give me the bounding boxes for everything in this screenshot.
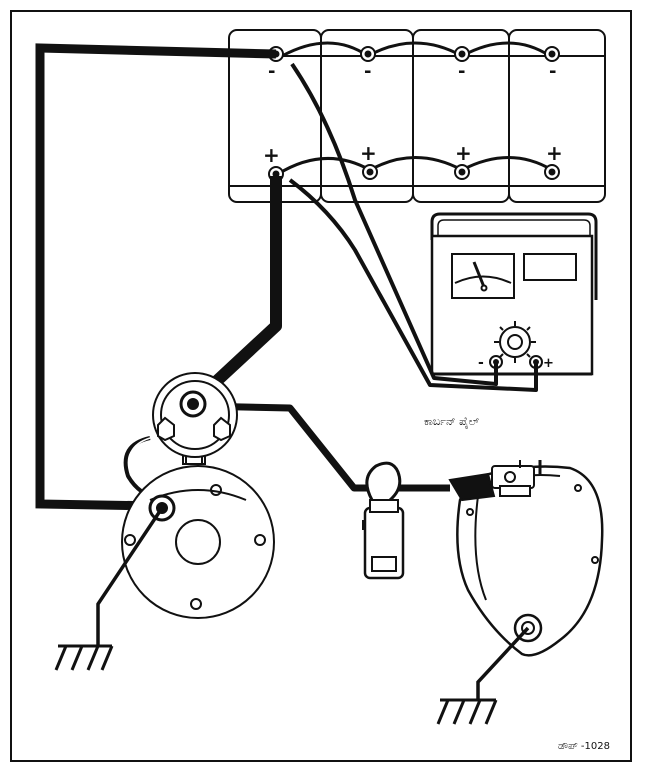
battery-negative-symbol: - bbox=[458, 61, 465, 82]
tester-positive-jack bbox=[529, 355, 543, 369]
carbon-pile-label: ಕಾರ್ಬನ್ ಪೈಲ್ bbox=[424, 415, 480, 428]
negative-battery-cable bbox=[35, 43, 277, 511]
starter-motor bbox=[121, 465, 275, 619]
battery-negative-symbol: - bbox=[549, 61, 556, 82]
battery-positive-symbol: + bbox=[263, 143, 280, 167]
figure-code: ಡೌಪ್ -1028 bbox=[558, 741, 610, 752]
mounting-hole bbox=[210, 484, 222, 496]
ammeter-body bbox=[363, 506, 405, 580]
battery-strap bbox=[367, 41, 463, 58]
mounting-hole bbox=[124, 534, 136, 546]
starter-motor-housing bbox=[121, 465, 275, 619]
battery-positive-symbol: + bbox=[360, 141, 377, 165]
starter-solenoid bbox=[152, 372, 238, 465]
tester-handle bbox=[430, 212, 598, 300]
battery-strap bbox=[281, 41, 369, 58]
load-knob-icon bbox=[494, 321, 536, 363]
ammeter-display bbox=[371, 556, 397, 572]
alternator-ground-wire bbox=[476, 626, 530, 700]
clamp-ammeter bbox=[362, 461, 405, 580]
alternator-output-cable bbox=[195, 402, 450, 492]
tester-positive-symbol: + bbox=[543, 356, 554, 371]
battery-positive-symbol: + bbox=[546, 141, 563, 165]
battery-negative-symbol: - bbox=[364, 61, 371, 82]
solenoid-terminal-nut bbox=[157, 416, 175, 442]
battery-terminal bbox=[454, 164, 470, 180]
solenoid-terminal-nut bbox=[213, 416, 231, 442]
battery-strap bbox=[461, 41, 551, 58]
diagram-frame bbox=[10, 10, 632, 762]
alternator-housing bbox=[456, 465, 604, 657]
tester-positive-lead bbox=[288, 178, 538, 392]
starter-ground-wire bbox=[96, 507, 164, 646]
tester-negative-symbol: - bbox=[478, 355, 484, 371]
battery-terminal bbox=[362, 164, 378, 180]
tester-meter-needle bbox=[472, 261, 486, 288]
battery-strap bbox=[461, 156, 553, 172]
battery-terminal bbox=[454, 46, 470, 62]
tester-meter-window bbox=[451, 253, 515, 299]
ammeter-jaw bbox=[365, 461, 402, 502]
alternator-output-terminal bbox=[448, 472, 496, 502]
battery-strap bbox=[277, 156, 371, 176]
battery-terminal bbox=[360, 46, 376, 62]
battery-terminal bbox=[544, 46, 560, 62]
alternator bbox=[448, 460, 604, 657]
positive-battery-cable bbox=[187, 176, 282, 409]
battery-positive-symbol: + bbox=[455, 141, 472, 165]
tester-display bbox=[523, 253, 577, 281]
mounting-hole bbox=[574, 484, 582, 492]
battery-terminal bbox=[544, 164, 560, 180]
battery-bank bbox=[228, 29, 606, 203]
carbon-pile-tester bbox=[430, 212, 598, 376]
tester-negative-lead bbox=[290, 62, 498, 386]
battery-negative-symbol: - bbox=[268, 61, 275, 82]
battery-strap bbox=[369, 156, 463, 172]
ground-icon bbox=[436, 698, 498, 725]
mounting-hole bbox=[254, 534, 266, 546]
battery-cell-4 bbox=[508, 29, 606, 203]
mounting-hole bbox=[466, 508, 474, 516]
mounting-hole bbox=[591, 556, 599, 564]
ground-icon bbox=[54, 644, 114, 671]
mounting-hole bbox=[190, 598, 202, 610]
